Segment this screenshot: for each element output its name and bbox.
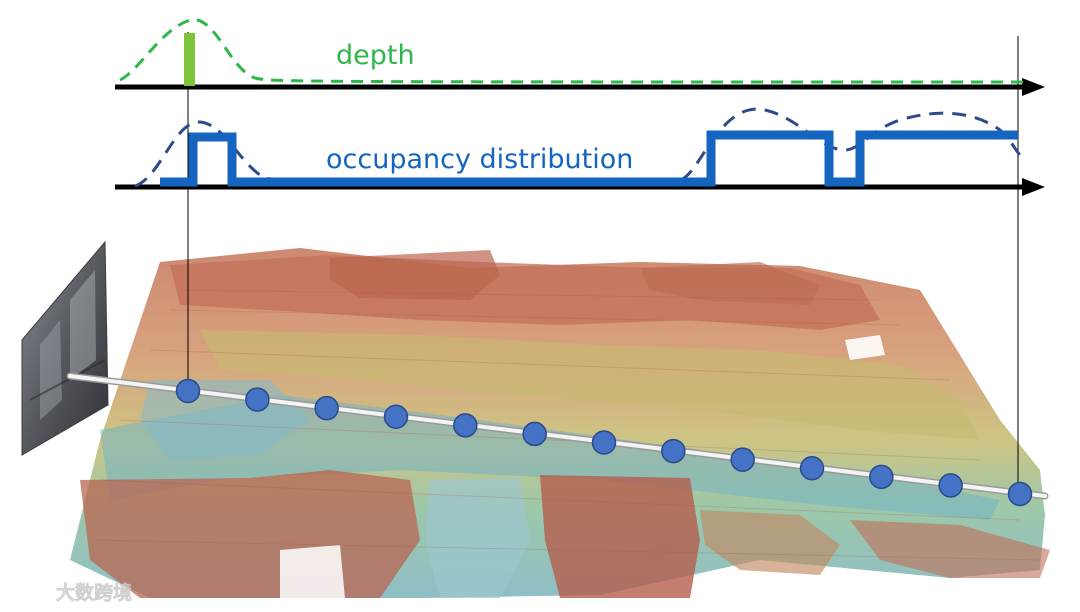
occupancy-label: occupancy distribution xyxy=(326,144,633,175)
depth-distribution-curve xyxy=(119,18,1031,84)
voxel-map xyxy=(70,248,1050,598)
sample-point xyxy=(591,430,617,455)
depth-axis-arrowhead xyxy=(1022,78,1045,96)
depth-axis xyxy=(115,78,1045,96)
sample-point xyxy=(314,395,339,421)
depth-label: depth xyxy=(336,40,415,71)
watermark-logo-icon xyxy=(10,579,53,593)
watermark-text: 大数跨境 xyxy=(56,581,132,604)
sample-point xyxy=(245,387,270,412)
sample-point xyxy=(175,378,201,404)
sample-point xyxy=(938,473,963,498)
sample-point xyxy=(799,456,825,481)
occupancy-axis-arrowhead xyxy=(1022,178,1045,196)
sample-point xyxy=(869,464,894,490)
sample-point xyxy=(522,421,547,447)
sample-point xyxy=(661,438,686,464)
sample-point xyxy=(1007,481,1033,507)
occupancy-step-function xyxy=(160,130,1018,187)
sample-points xyxy=(175,378,1033,507)
sample-point xyxy=(730,447,755,472)
projection-lines xyxy=(187,32,1019,492)
camera-image xyxy=(21,240,109,456)
watermark: 大数跨境 xyxy=(10,579,132,604)
occupancy-axis xyxy=(115,178,1045,196)
sample-point xyxy=(453,413,478,438)
sample-point xyxy=(383,404,409,429)
depth-bin xyxy=(184,33,195,86)
